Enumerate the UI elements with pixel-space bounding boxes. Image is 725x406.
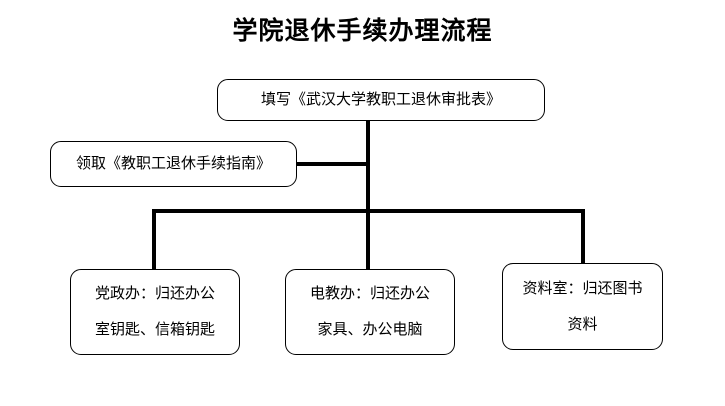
node-fill-approval-form-line-1: 填写《武汉大学教职工退休审批表》 <box>260 92 501 108</box>
connector-drop-left <box>152 209 156 271</box>
node-party-admin-office-line-2: 室钥匙、信箱钥匙 <box>94 322 215 338</box>
node-av-education-office-line-2: 家具、办公电脑 <box>317 322 423 338</box>
node-receive-retirement-guide[interactable]: 领取《教职工退休手续指南》 <box>50 141 297 187</box>
node-receive-retirement-guide-line-1: 领取《教职工退休手续指南》 <box>75 156 271 172</box>
connector-drop-right <box>581 209 585 265</box>
node-archives-room[interactable]: 资料室：归还图书 资料 <box>502 263 663 350</box>
node-fill-approval-form[interactable]: 填写《武汉大学教职工退休审批表》 <box>217 79 545 121</box>
node-archives-room-line-2: 资料 <box>567 316 598 333</box>
connector-to-guide-horizontal <box>295 162 368 166</box>
connector-trunk-vertical <box>366 120 370 269</box>
page-title: 学院退休手续办理流程 <box>232 18 493 45</box>
node-party-admin-office[interactable]: 党政办：归还办公 室钥匙、信箱钥匙 <box>70 269 240 355</box>
node-archives-room-line-1: 资料室：归还图书 <box>522 280 643 297</box>
node-party-admin-office-line-1: 党政办：归还办公 <box>94 286 215 302</box>
node-av-education-office[interactable]: 电教办：归还办公 家具、办公电脑 <box>285 269 455 355</box>
node-av-education-office-line-1: 电教办：归还办公 <box>309 286 430 302</box>
connector-distribution-bar <box>152 209 585 213</box>
